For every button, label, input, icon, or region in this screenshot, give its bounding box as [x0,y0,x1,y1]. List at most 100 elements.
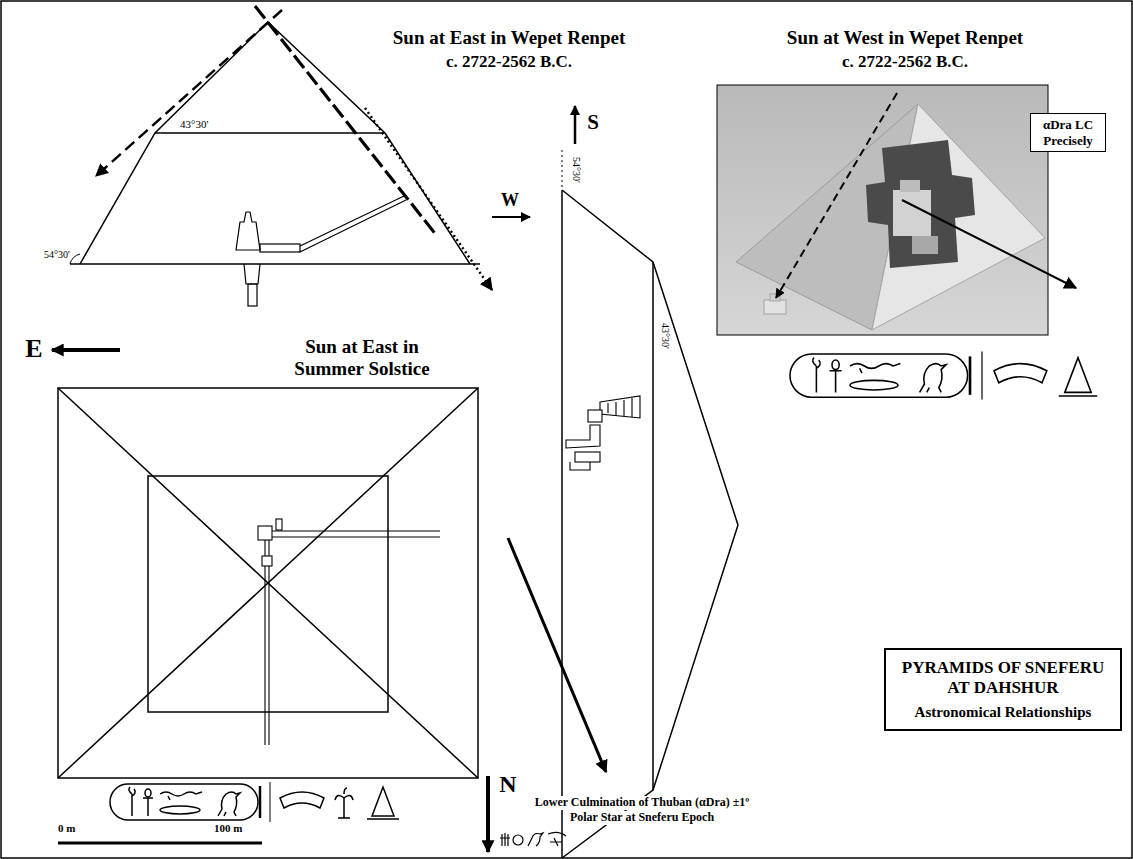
section-chambers [570,462,590,470]
plan-passages [272,531,440,537]
plan-passages [258,519,440,745]
thuban-arrow [902,200,1076,288]
pyramid-section [562,150,563,190]
pyramid-section [652,262,654,790]
sun-line-dotted [365,108,492,290]
hieroglyph-cartouche [1059,358,1097,396]
hieroglyph-cartouche [218,792,240,816]
section-chambers [588,410,602,422]
scale-label: 100 m [212,822,244,835]
pyramid-elevation [70,254,80,264]
north-arrow [486,776,490,852]
date-label: c. 2722-2562 B.C. [840,52,970,72]
caption-text: Lower Culmination of Thuban (αDra) ±1º [533,796,752,810]
angle-label: 43°30' [659,321,671,351]
pyramid-plan [148,476,388,712]
pyramid-plan [58,388,478,778]
hieroglyph-cartouche [160,792,202,800]
box-heading: PYRAMIDS OF SNEFERU AT DAHSHUR [892,658,1114,699]
interior-passages [300,196,406,252]
section-chambers [566,425,600,448]
hieroglyph-cartouche [270,782,271,822]
north-glyphs [528,833,543,846]
hieroglyph-cartouche [830,371,842,393]
hieroglyph-cartouche [259,786,262,818]
north-glyphs [500,832,566,846]
hieroglyph-cartouche [850,380,898,390]
caption-text: Polar Star at Sneferu Epoch [568,811,716,825]
plan-passages [265,540,269,745]
pyramid-plan [58,388,478,778]
pyramid-photo [717,85,1048,335]
interior-passages [236,212,260,250]
angle-label: 54°30' [42,249,72,261]
east-arrow [52,348,120,352]
pyramid-elevation [80,22,470,264]
hieroglyph-cartouche [969,356,972,394]
scale-label: 0 m [56,822,77,835]
hieroglyph-cartouche [160,806,200,814]
lower-culmination-line [508,538,606,772]
title-box: PYRAMIDS OF SNEFERU AT DAHSHUR Astronomic… [884,648,1122,731]
interior-passages [244,264,260,284]
direction-label: N [497,771,518,799]
north-glyphs [548,832,566,846]
direction-label: E [23,334,44,364]
hieroglyph-cartouche [790,352,1097,400]
hieroglyph-cartouche [813,358,821,393]
annotation-text: Sun at East in Summer Solstice [278,336,447,380]
angle-label: 43°30' [178,118,210,131]
hieroglyph-cartouche [790,354,968,397]
interior-passages [260,244,300,252]
west-arrow [492,216,530,218]
pyramid-elevation [70,263,480,265]
direction-label: W [499,190,521,211]
box-heading: αDra LC Precisely [1035,117,1101,148]
section-chambers [600,396,640,418]
hieroglyph-cartouche [832,360,839,370]
hieroglyph-cartouche [280,792,324,808]
hieroglyph-cartouche [367,787,399,819]
date-label: c. 2722-2562 B.C. [444,52,574,72]
pyramid-section [562,150,738,858]
box-text: Astronomical Relationships [892,703,1114,721]
pyramid-photo [893,190,931,236]
pyramid-photo [764,300,786,314]
sun-line-east [96,10,282,176]
pyramid-photo [717,85,1048,335]
plan-passages [258,526,272,540]
hieroglyph-cartouche [145,789,151,797]
scale-bar [58,842,262,845]
hieroglyph-cartouche [129,787,135,816]
hieroglyph-cartouche [335,788,353,818]
hieroglyph-cartouche [981,352,982,400]
interior-passages [248,284,257,306]
hieroglyph-cartouche [110,782,399,822]
pyramid-photo [866,140,975,268]
pyramid-section [562,190,738,858]
section-chambers [566,396,640,470]
hieroglyph-cartouche [110,784,258,820]
pyramid-photo [912,236,938,254]
annotation-text: Sun at West in Wepet Renpet [785,27,1025,49]
pyramid-plan [58,388,478,778]
pyramid-section [561,190,563,858]
plan-passages [276,519,282,530]
angle-label: 54°30' [570,155,582,185]
plan-passages [262,556,272,566]
north-glyphs [500,833,510,846]
north-glyphs [513,835,523,845]
section-chambers [575,452,600,462]
hieroglyph-cartouche [994,364,1047,383]
hieroglyph-cartouche [143,798,153,816]
pyramid-photo [900,180,920,192]
hieroglyph-cartouche [920,364,946,393]
pyramid-elevation [155,132,385,134]
direction-label: S [585,110,601,134]
pyramid-plan [58,388,478,778]
south-arrow [574,106,577,144]
sun-west-arrow [776,93,897,298]
annotation-box: αDra LC Precisely [1030,113,1106,152]
